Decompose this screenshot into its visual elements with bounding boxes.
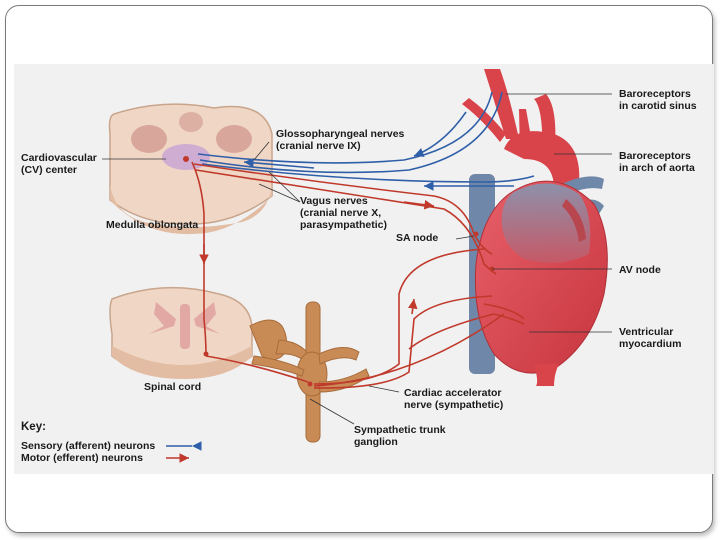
key-motor-label: Motor (efferent) neurons: [21, 452, 143, 464]
cardiac-reflex-illustration: [102, 69, 612, 463]
key-sensory-label: Sensory (afferent) neurons: [21, 440, 156, 452]
heart: [462, 69, 608, 386]
carotid-artery: [484, 69, 519, 139]
vagus-label: Vagus nerves(cranial nerve X,parasympath…: [300, 195, 387, 231]
spinal-cord: [109, 286, 253, 379]
key-title: Key:: [21, 421, 46, 433]
sympathetic-nerves: [249, 301, 370, 443]
motor-pathways: [191, 161, 525, 389]
sa-node-label: SA node: [396, 232, 439, 244]
aortic-arch: [504, 131, 580, 189]
diagram-figure: Cardiovascular(CV) center Medulla oblong…: [14, 64, 714, 474]
sensory-pathways: [197, 91, 535, 191]
glossopharyngeal-label: Glossopharyngeal nerves(cranial nerve IX…: [276, 128, 405, 152]
av-node-label: AV node: [619, 264, 661, 276]
medulla-oblongata: [108, 103, 273, 235]
leader-lines: [102, 93, 612, 425]
spinal-cord-label: Spinal cord: [144, 381, 202, 393]
medulla-label: Medulla oblongata: [106, 219, 199, 231]
cv-center-label: Cardiovascular(CV) center: [21, 152, 97, 176]
